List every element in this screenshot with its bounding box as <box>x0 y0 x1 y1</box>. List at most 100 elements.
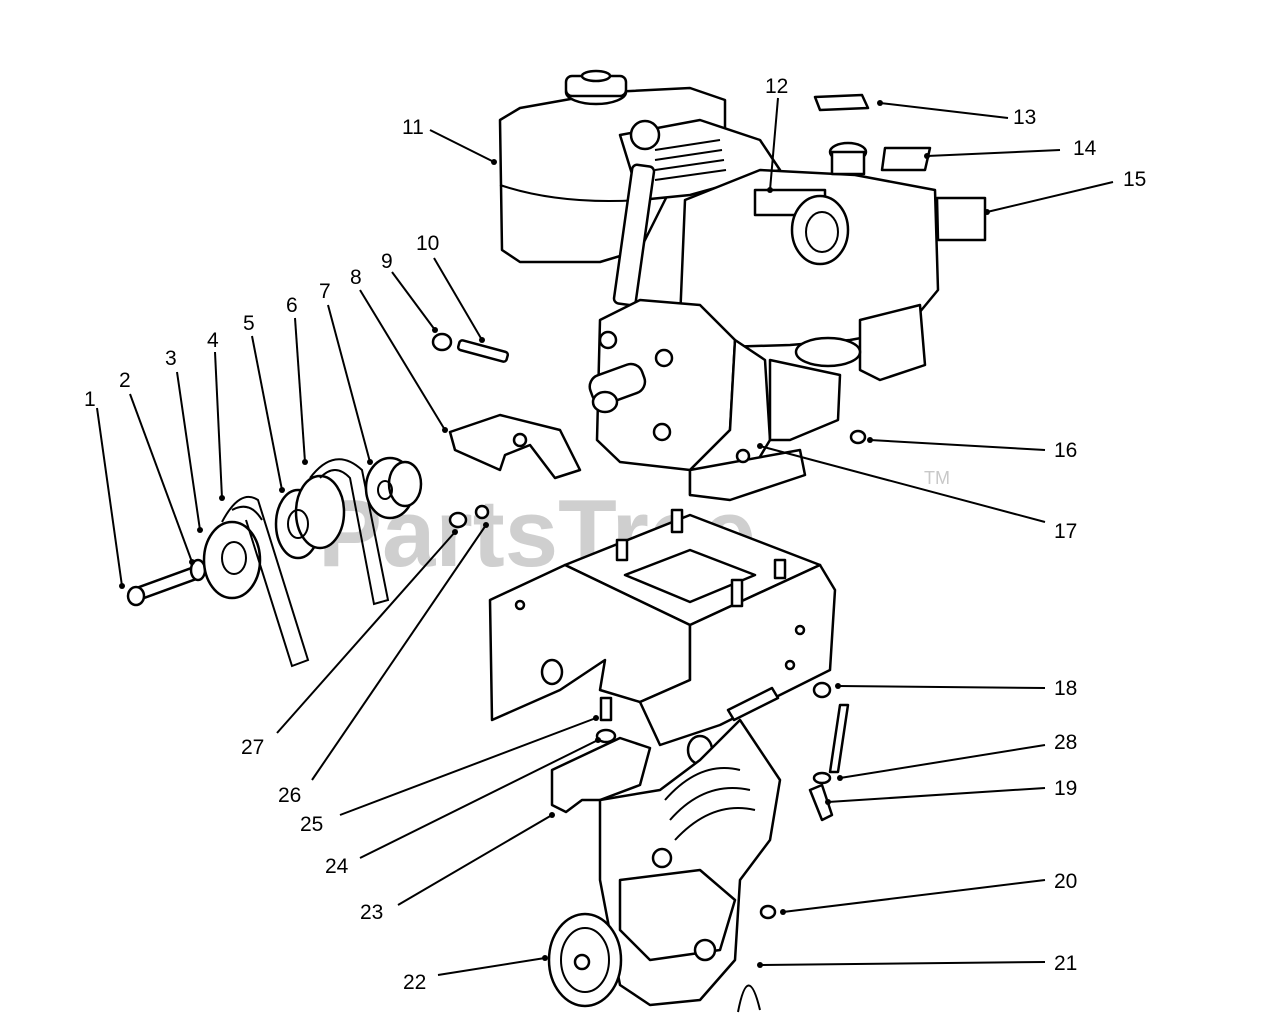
belt-guide <box>448 413 582 480</box>
transmission-pulley-hub <box>573 953 591 971</box>
decal-14 <box>880 146 932 172</box>
screw-18 <box>812 681 832 699</box>
callout-21[interactable]: 21 <box>1054 952 1077 975</box>
drive-pulleys <box>126 456 423 668</box>
frame-stud-4 <box>773 558 787 580</box>
frame-hole-1 <box>514 599 526 611</box>
decal-13 <box>813 93 870 112</box>
bolt-27 <box>448 511 468 529</box>
frame-stud-2 <box>615 538 629 562</box>
muffler <box>858 303 927 382</box>
callout-28[interactable]: 28 <box>1054 731 1077 754</box>
frame-bushing <box>540 658 564 686</box>
traction-belt <box>221 495 310 668</box>
decal-15 <box>935 196 987 242</box>
washer-26 <box>474 504 490 520</box>
transmission-pulley-inner <box>560 927 610 993</box>
belt-guide-bracket <box>448 413 582 480</box>
callout-14[interactable]: 14 <box>1073 137 1097 160</box>
engine-base <box>688 448 807 502</box>
callout-13[interactable]: 13 <box>1013 106 1036 129</box>
cover-bolt-3 <box>652 422 672 442</box>
gearbox <box>547 718 782 1008</box>
callout-19[interactable]: 19 <box>1054 777 1077 800</box>
callout-16[interactable]: 16 <box>1054 439 1077 462</box>
double-pulley-hub <box>287 509 309 539</box>
recoil-starter-cup <box>790 194 850 266</box>
callout-2[interactable]: 2 <box>119 369 131 392</box>
callout-10[interactable]: 10 <box>416 232 439 255</box>
callout-7[interactable]: 7 <box>319 280 331 303</box>
callout-25[interactable]: 25 <box>300 813 323 836</box>
gearbox-output <box>693 938 717 962</box>
callout-9[interactable]: 9 <box>381 250 393 273</box>
callout-24[interactable]: 24 <box>325 855 349 878</box>
shift-link-19 <box>808 783 834 822</box>
base-nut <box>735 448 751 464</box>
decals <box>813 93 987 242</box>
callout-18[interactable]: 18 <box>1054 677 1077 700</box>
gearbox-case <box>618 868 737 962</box>
frame-hole-3 <box>784 659 796 671</box>
grommet-28 <box>812 771 832 785</box>
frame-stud-3 <box>730 578 744 608</box>
callout-20[interactable]: 20 <box>1054 870 1077 893</box>
fuel-cap-knob <box>580 69 612 83</box>
callout-5[interactable]: 5 <box>243 312 255 335</box>
callout-17[interactable]: 17 <box>1054 520 1077 543</box>
belt-guide-hole <box>512 432 528 448</box>
callout-27[interactable]: 27 <box>241 736 264 759</box>
pulley-bolt-head <box>126 585 146 607</box>
carburetor-bowl <box>794 336 862 368</box>
engine-assembly <box>498 69 940 502</box>
frame-top-opening <box>623 548 757 604</box>
stud-10 <box>456 339 510 363</box>
callout-22[interactable]: 22 <box>403 971 426 994</box>
callout-labels: 1 2 3 4 5 6 7 8 9 10 11 12 13 14 15 16 1… <box>84 75 1146 994</box>
frame-stud-1 <box>670 508 684 534</box>
engine-mount-flange <box>768 358 842 442</box>
engine-pulley-hub <box>221 541 247 575</box>
callout-11[interactable]: 11 <box>402 116 424 139</box>
callout-26[interactable]: 26 <box>278 784 301 807</box>
gearbox-ribs <box>664 767 756 841</box>
frame-hole-2 <box>794 624 806 636</box>
watermark-trademark: TM <box>924 468 950 488</box>
auger-belt <box>309 458 390 606</box>
nut-20 <box>759 904 777 920</box>
dipstick-tube <box>612 163 656 307</box>
callout-6[interactable]: 6 <box>286 294 298 317</box>
cover-bolt-2 <box>654 348 674 368</box>
frame-left-side <box>488 563 692 722</box>
washer-24 <box>595 728 617 744</box>
leader-lines <box>96 97 1114 976</box>
frame <box>488 508 837 766</box>
primer-base <box>830 150 866 176</box>
frame-slot <box>726 686 780 722</box>
callout-3[interactable]: 3 <box>165 347 177 370</box>
hex-nut-9 <box>431 332 453 352</box>
dipstick-handle <box>629 119 661 151</box>
callout-8[interactable]: 8 <box>350 266 362 289</box>
fuel-tank-seam <box>499 184 641 202</box>
cover-bolt-1 <box>598 330 618 350</box>
cylinder-fins <box>654 139 727 181</box>
idler-pulley-back <box>387 460 423 508</box>
callout-1[interactable]: 1 <box>84 388 96 411</box>
recoil-starter-center <box>805 211 839 253</box>
shift-rod <box>828 703 850 774</box>
callout-15[interactable]: 15 <box>1123 168 1146 191</box>
callout-23[interactable]: 23 <box>360 901 383 924</box>
crankshaft-end <box>591 390 619 414</box>
gearbox-lever-pivot <box>651 847 673 869</box>
callout-4[interactable]: 4 <box>207 329 219 352</box>
traction-belt-inner <box>231 505 263 521</box>
idler-pulley-bore <box>377 480 393 500</box>
callout-12[interactable]: 12 <box>765 75 788 98</box>
spring-21 <box>737 984 761 1013</box>
bolt-25 <box>599 696 613 722</box>
bolt-16 <box>849 429 867 445</box>
engine-pulley <box>202 520 262 600</box>
